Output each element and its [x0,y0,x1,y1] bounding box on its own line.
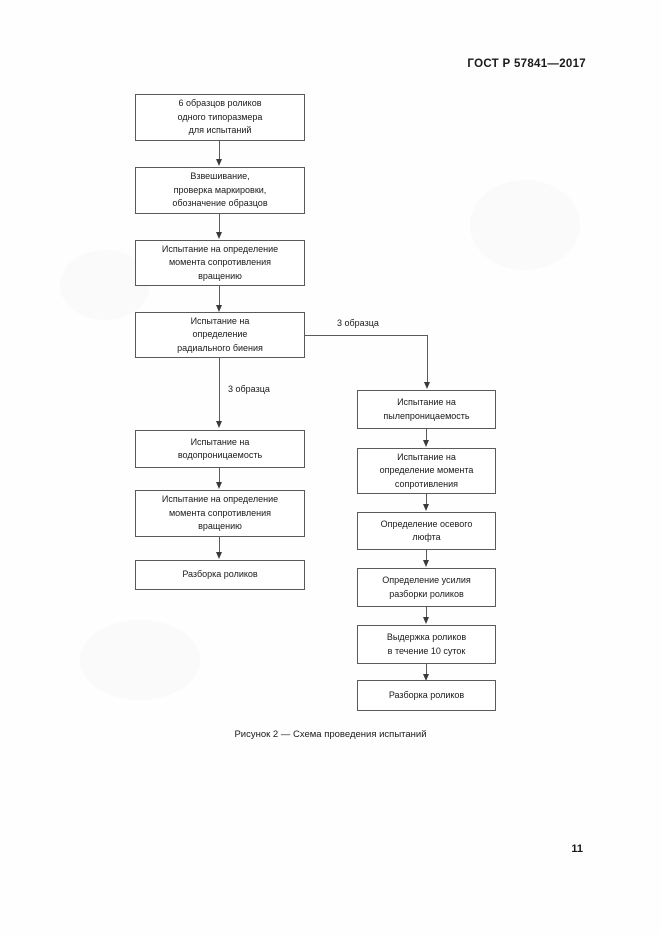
connector-n10-n11 [426,550,427,561]
flow-node-line: Испытание на [190,315,250,326]
flow-node-roller-disassembly-right: Разборка роликов [357,680,496,711]
flow-node-radial-runout: Испытание на определение радиального бие… [135,312,305,358]
arrowhead-n1-n2 [216,159,222,166]
flow-node-line: обозначение образцов [172,198,268,209]
connector-n4-n8-vertical [427,335,428,383]
flow-node-rotation-resistance-moment-2: Испытание на определение момента сопроти… [135,490,305,537]
flow-node-line: Разборка роликов [388,689,465,700]
connector-n3-n4 [219,286,220,305]
flow-node-rotation-resistance-moment-1: Испытание на определение момента сопроти… [135,240,305,286]
flow-node-line: Определение усилия [382,575,471,585]
flow-node-line: вращению [198,521,242,532]
flow-node-line: определение [192,329,248,340]
arrowhead-n10-n11 [423,560,429,567]
flow-node-line: пылепроницаемость [383,410,470,421]
page-number: 11 [571,843,583,855]
connector-n2-n3 [219,214,220,233]
arrowhead-n9-n10 [423,504,429,511]
connector-n12-n13 [426,664,427,675]
arrowhead-n12-n13 [423,674,429,681]
connector-n1-n2 [219,141,220,160]
flow-node-water-permeability: Испытание на водопроницаемость [135,430,305,468]
arrowhead-n3-n4 [216,305,222,312]
connector-n5-n6 [219,468,220,483]
flow-node-line: радиального биения [177,342,263,353]
scan-artifact [80,620,200,700]
arrowhead-n5-n6 [216,482,222,489]
flow-node-line: Выдержка роликов [386,632,467,642]
flow-node-disassembly-force: Определение усилия разборки роликов [357,568,496,607]
arrowhead-n2-n3 [216,232,222,239]
arrowhead-n11-n12 [423,617,429,624]
arrowhead-n4-n8 [424,382,430,389]
flow-node-line: момента сопротивления [168,257,271,268]
flow-node-line: сопротивления [394,478,459,489]
flow-node-line: Взвешивание, [190,171,250,182]
figure-caption: Рисунок 2 — Схема проведения испытаний [234,729,427,740]
flow-node-axial-play: Определение осевого люфта [357,512,496,550]
flow-node-line: люфта [412,532,441,542]
flow-node-line: Испытание на определение [161,243,279,254]
flow-node-line: Разборка роликов [182,569,258,580]
connector-n9-n10 [426,494,427,505]
flow-node-line: 6 образцов роликов [178,98,262,109]
edge-label-branch-right: 3 образца [337,318,379,328]
connector-n8-n9 [426,429,427,441]
flow-node-line: Определение осевого [380,518,473,529]
flow-node-line: Испытание на определение [161,494,279,505]
arrowhead-n4-n5 [216,421,222,428]
flow-node-line: Испытание на [397,397,456,407]
flow-node-line: определение момента [379,465,474,476]
connector-n11-n12 [426,607,427,618]
arrowhead-n6-n7 [216,552,222,559]
flow-node-line: одного типоразмера [177,111,263,122]
flow-node-line: водопроницаемость [177,450,263,460]
flow-node-resistance-moment-right: Испытание на определение момента сопроти… [357,448,496,494]
flow-node-line: для испытаний [188,125,252,136]
connector-n4-n8-horizontal [305,335,427,336]
flow-node-sample-set: 6 образцов роликов одного типоразмера дл… [135,94,305,141]
flow-node-line: Испытание на [190,436,250,447]
flow-node-line: вращению [198,270,242,281]
flow-node-line: в течение 10 суток [387,645,466,656]
scan-artifact [470,180,580,270]
flow-node-roller-disassembly-left: Разборка роликов [135,560,305,590]
connector-n4-n5 [219,358,220,422]
edge-label-branch-down: 3 образца [228,384,270,394]
document-header-standard-number: ГОСТ Р 57841—2017 [467,58,586,70]
connector-n6-n7 [219,537,220,553]
flow-node-holding-10-days: Выдержка роликов в течение 10 суток [357,625,496,664]
flow-node-line: Испытание на [397,451,456,462]
flow-node-line: момента сопротивления [168,507,271,518]
arrowhead-n8-n9 [423,440,429,447]
flow-node-dust-permeability: Испытание на пылепроницаемость [357,390,496,429]
flow-node-weighing-marking: Взвешивание, проверка маркировки, обозна… [135,167,305,214]
flow-node-line: проверка маркировки, [173,184,267,195]
flow-node-line: разборки роликов [389,588,464,599]
